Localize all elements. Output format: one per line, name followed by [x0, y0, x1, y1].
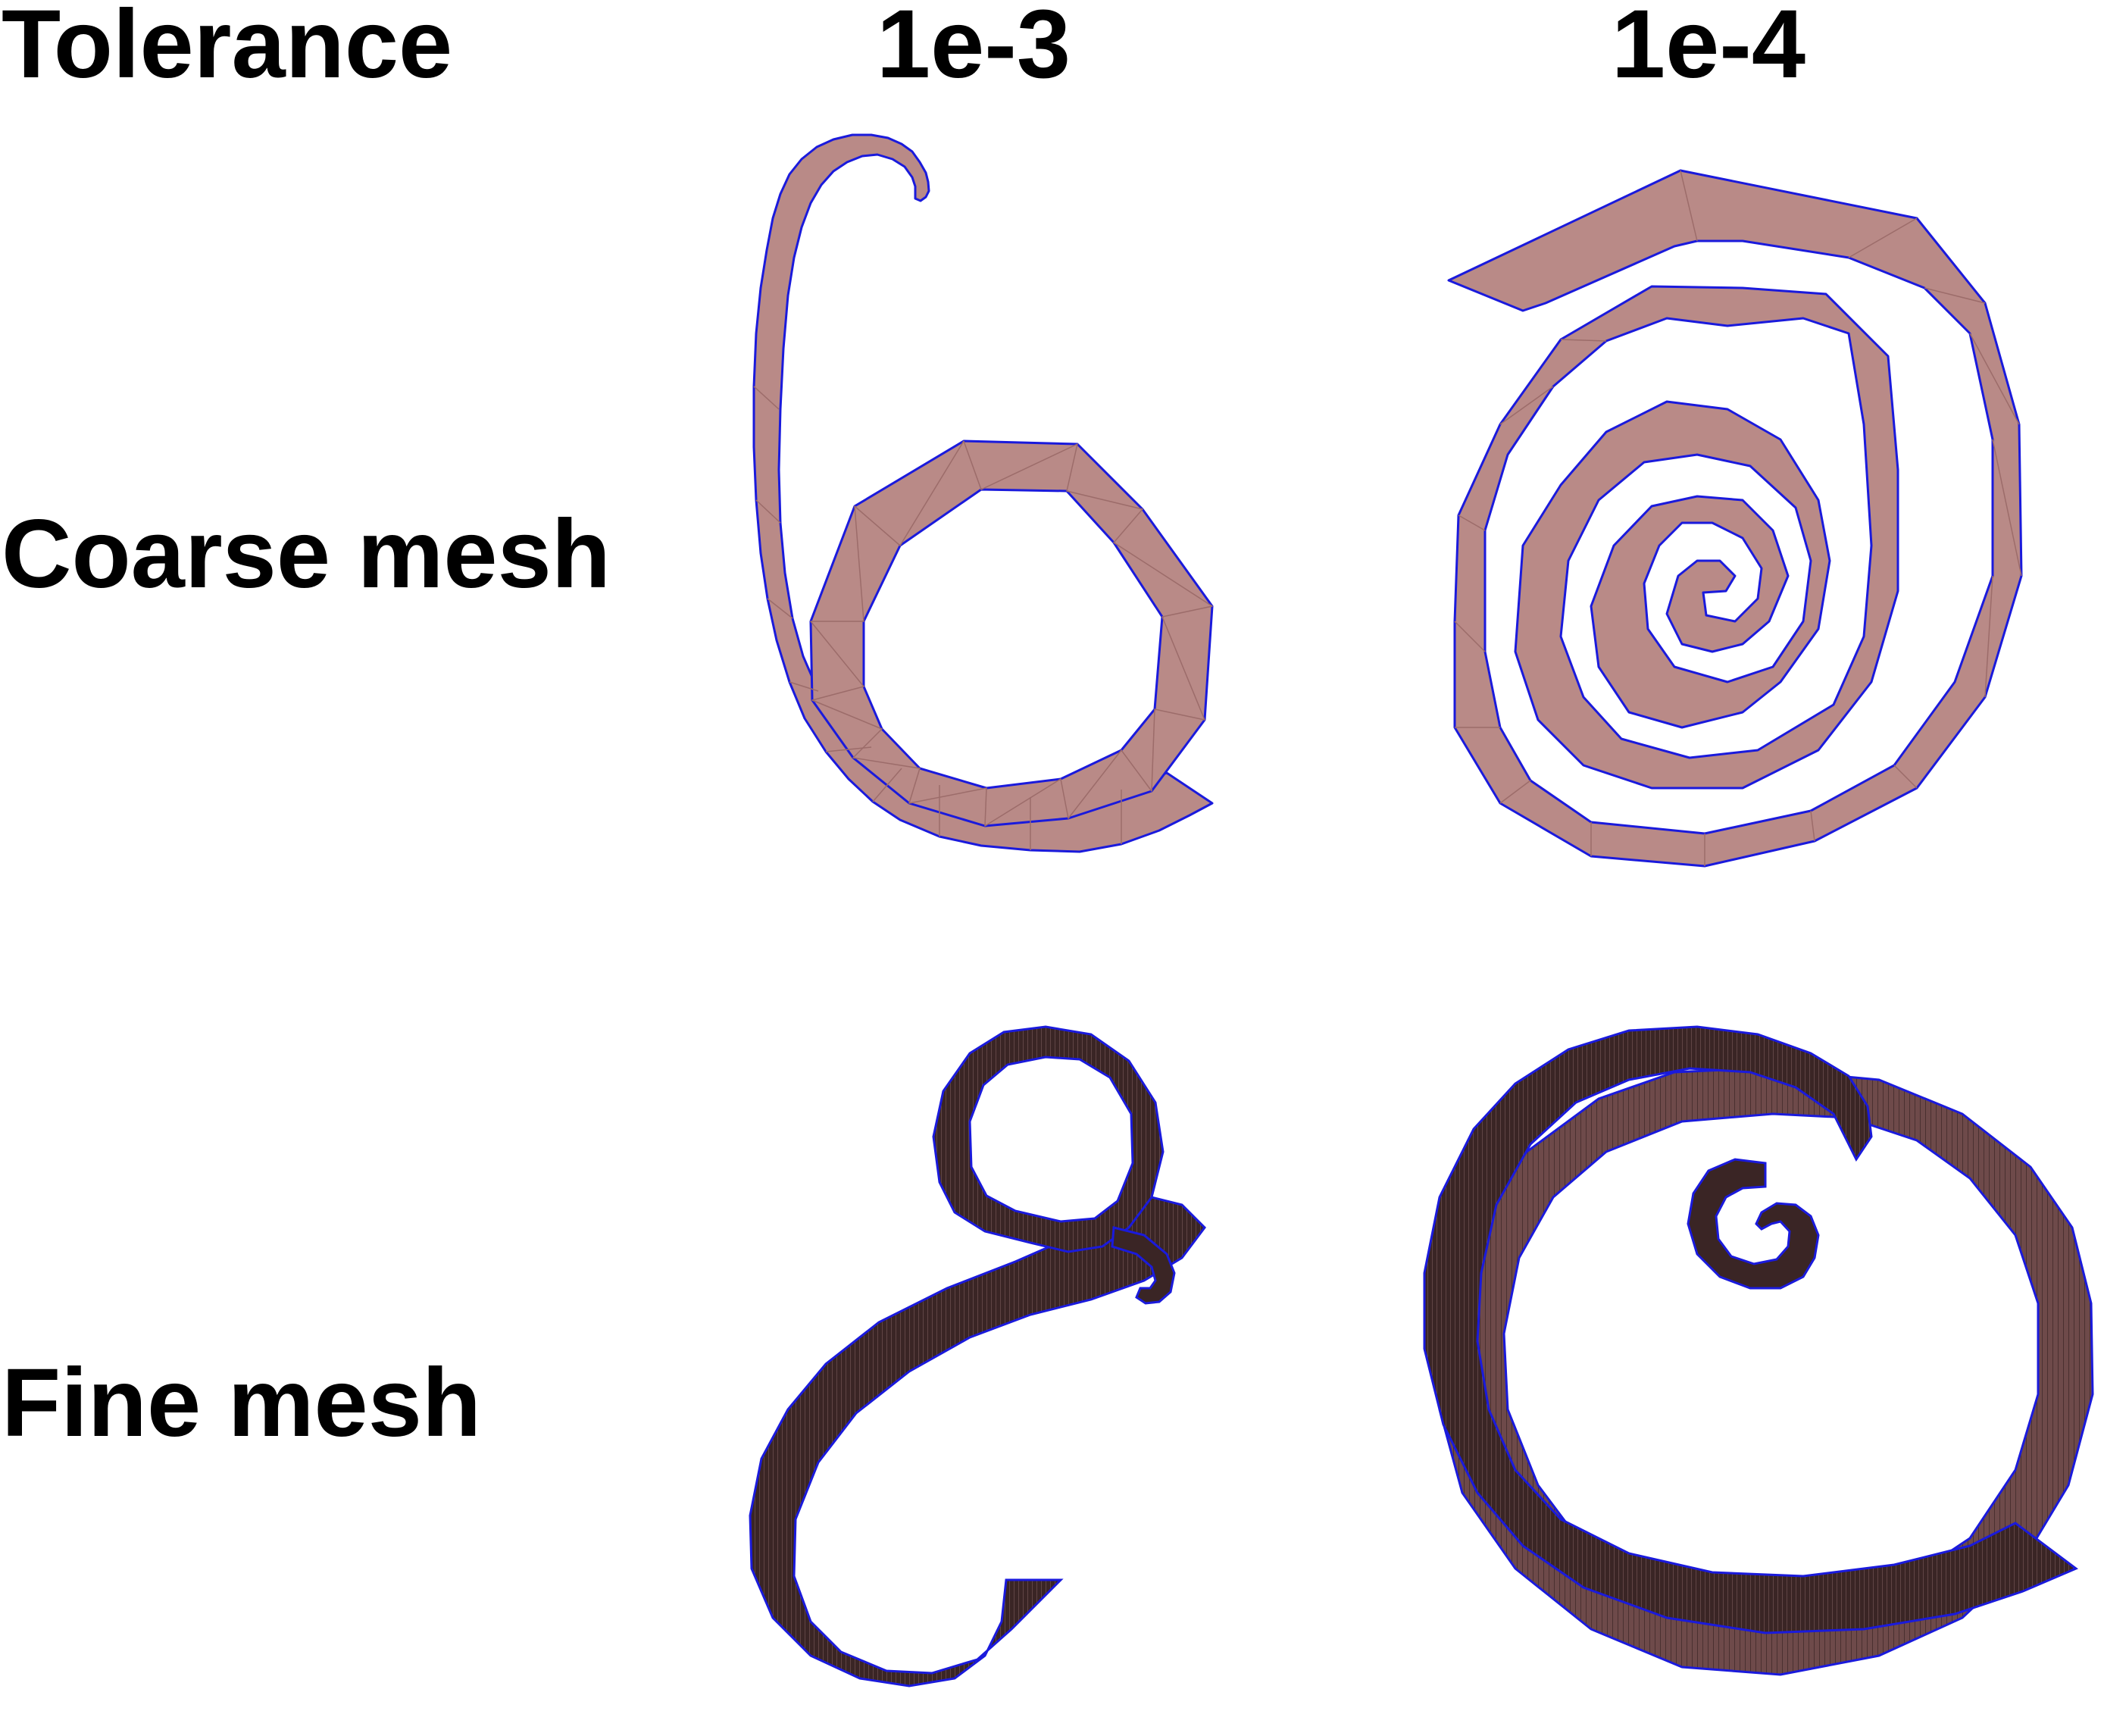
column-header-1e-3: 1e-3: [877, 0, 1071, 99]
row-label-coarse-mesh: Coarse mesh: [2, 500, 611, 608]
coarse-mesh-1e-3: [752, 133, 1214, 853]
tolerance-label: Tolerance: [2, 0, 452, 99]
fine-mesh-1e-4: [1423, 1025, 2094, 1676]
column-header-1e-4: 1e-4: [1612, 0, 1805, 99]
row-label-fine-mesh: Fine mesh: [2, 1349, 481, 1457]
fine-mesh-1e-3: [749, 1025, 1206, 1688]
coarse-mesh-1e-4: [1447, 169, 2023, 868]
